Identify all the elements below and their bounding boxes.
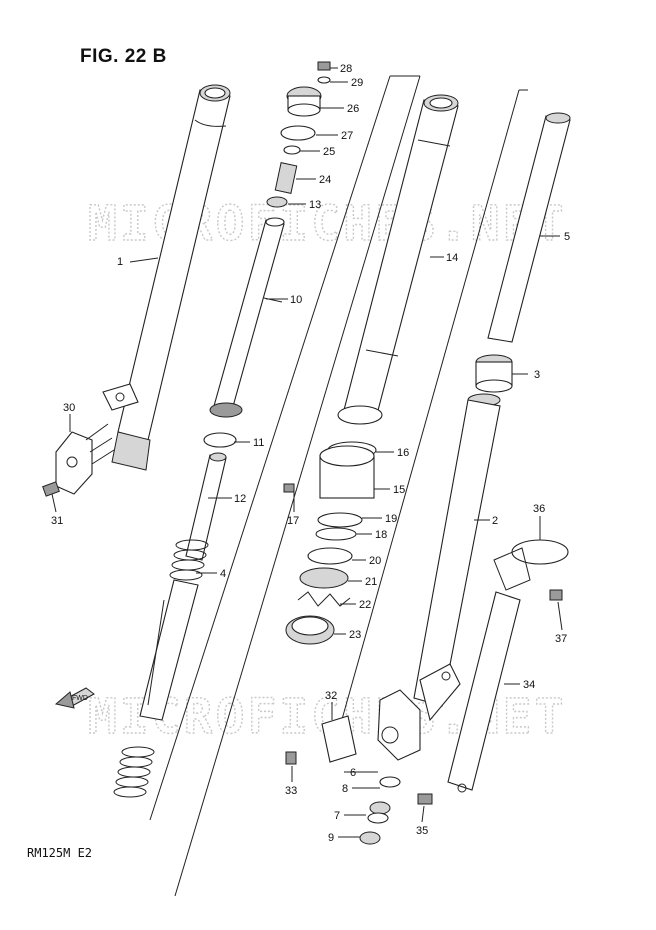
part-bushing (475, 354, 513, 393)
callout-22: 22 (359, 599, 371, 611)
callout-34: 34 (523, 679, 535, 691)
leader-lines (51, 67, 563, 838)
fwd-arrow-icon: FWD (54, 687, 95, 709)
part-inner-tube-right (487, 112, 571, 343)
callout-1: 1 (117, 256, 123, 268)
callout-21: 21 (365, 576, 377, 588)
callout-20: 20 (369, 555, 381, 567)
part-outer-tube-left (102, 84, 231, 471)
callout-5: 5 (564, 231, 570, 243)
callout-35: 35 (416, 825, 428, 837)
figure-title: FIG. 22 B (80, 46, 167, 67)
callout-9: 9 (328, 832, 334, 844)
callout-10: 10 (290, 294, 302, 306)
part-inner-rod-long (139, 579, 199, 721)
callout-17: 17 (287, 515, 299, 527)
callout-7: 7 (334, 810, 340, 822)
part-spring-lower (113, 746, 155, 798)
callout-33: 33 (285, 785, 297, 797)
part-axle-bracket (285, 663, 461, 845)
callout-16: 16 (397, 447, 409, 459)
callout-30: 30 (63, 402, 75, 414)
callout-31: 31 (51, 515, 63, 527)
part-axle-clamp (42, 423, 115, 497)
callout-28: 28 (340, 63, 352, 75)
callout-labels: 1 2 3 4 5 6 7 8 9 10 11 12 13 14 15 16 1… (51, 63, 570, 844)
part-cap-bolt-stack (266, 61, 331, 208)
callout-37: 37 (555, 633, 567, 645)
fwd-label: FWD (72, 695, 88, 702)
part-fork-guard (447, 591, 521, 793)
callout-25: 25 (323, 146, 335, 158)
part-seals-stack (283, 405, 383, 645)
callout-24: 24 (319, 174, 331, 186)
part-guide-clamp (493, 539, 569, 601)
callout-13: 13 (309, 199, 321, 211)
callout-15: 15 (393, 484, 405, 496)
part-rod-lower (185, 402, 243, 561)
callout-6: 6 (350, 767, 356, 779)
callout-32: 32 (325, 690, 337, 702)
callout-12: 12 (234, 493, 246, 505)
callout-19: 19 (385, 513, 397, 525)
callout-26: 26 (347, 103, 359, 115)
callout-8: 8 (342, 783, 348, 795)
callout-11: 11 (253, 437, 264, 449)
callout-2: 2 (492, 515, 498, 527)
callout-14: 14 (446, 252, 458, 264)
callout-18: 18 (375, 529, 387, 541)
watermark-top: MICROFICHES.NET (88, 196, 566, 252)
model-code: RM125M E2 (27, 846, 93, 860)
callout-3: 3 (534, 369, 540, 381)
callout-23: 23 (349, 629, 361, 641)
callout-29: 29 (351, 77, 363, 89)
callout-27: 27 (341, 130, 353, 142)
callout-4: 4 (220, 568, 226, 580)
part-spring-upper (169, 539, 209, 581)
assembly-frame (149, 75, 528, 897)
callout-36: 36 (533, 503, 545, 515)
